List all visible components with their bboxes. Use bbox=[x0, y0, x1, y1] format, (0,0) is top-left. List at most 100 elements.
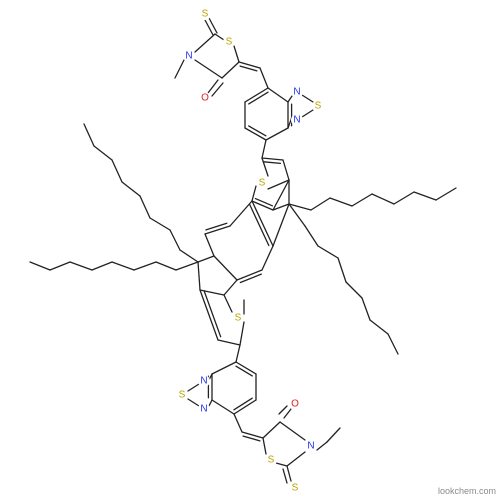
bond-line bbox=[29, 261, 51, 271]
bond-line bbox=[236, 269, 263, 281]
atom-s-top-ring: S bbox=[223, 36, 235, 48]
atom-o-top: O bbox=[199, 92, 211, 104]
atom-label-s: S bbox=[315, 101, 322, 112]
atom-s-bottom-ring: S bbox=[265, 454, 277, 466]
bond-line bbox=[111, 261, 135, 271]
bond-line bbox=[361, 297, 371, 321]
bond-line bbox=[174, 59, 185, 79]
bond-line bbox=[213, 255, 238, 281]
bond-line bbox=[283, 408, 292, 419]
bond-line bbox=[83, 123, 95, 147]
bond-line bbox=[251, 200, 274, 247]
bond-line bbox=[288, 203, 306, 227]
atom-s-lower-thiophene: S bbox=[232, 312, 244, 324]
bond-line bbox=[187, 398, 200, 407]
bond-line bbox=[272, 203, 290, 211]
atom-label-s: S bbox=[268, 455, 275, 466]
bond-line bbox=[233, 399, 257, 415]
bond-line bbox=[194, 33, 216, 53]
atom-n-top-btd-lower: N bbox=[291, 114, 303, 126]
bond-line bbox=[261, 157, 269, 177]
bond-line bbox=[251, 185, 257, 202]
atom-label-n: N bbox=[293, 87, 300, 98]
atom-label-o: O bbox=[291, 399, 299, 410]
atom-n-top-ring: N bbox=[183, 50, 195, 62]
bond-line bbox=[301, 94, 314, 103]
bond-line bbox=[233, 45, 240, 63]
bond-line bbox=[326, 427, 341, 443]
watermark-text: lookchem.com bbox=[438, 486, 496, 496]
bond-line bbox=[262, 421, 281, 439]
bond-line bbox=[91, 261, 113, 271]
bond-line bbox=[278, 405, 288, 415]
bond-line bbox=[345, 281, 363, 299]
bond-line bbox=[199, 289, 219, 341]
bond-line bbox=[435, 187, 457, 201]
atom-s-top-thioxo: S bbox=[199, 8, 211, 20]
bond-line bbox=[204, 19, 214, 36]
bond-line bbox=[301, 109, 314, 118]
bond-line bbox=[248, 91, 269, 105]
bond-line bbox=[262, 437, 267, 455]
bond-line bbox=[233, 397, 253, 411]
atom-label-n: N bbox=[307, 441, 314, 452]
bond-line bbox=[251, 200, 274, 211]
bond-line bbox=[93, 145, 113, 161]
bond-line bbox=[254, 197, 274, 207]
bond-line bbox=[261, 157, 284, 161]
atom-label-s: S bbox=[235, 313, 242, 324]
bond-line bbox=[197, 255, 215, 263]
bond-line bbox=[413, 191, 437, 201]
bond-line bbox=[239, 273, 262, 284]
bond-line bbox=[238, 61, 261, 69]
bond-line bbox=[287, 95, 293, 103]
bond-line bbox=[387, 333, 399, 355]
bond-line bbox=[155, 261, 177, 271]
bond-line bbox=[288, 203, 312, 211]
atom-label-s: S bbox=[226, 37, 233, 48]
bond-line bbox=[267, 179, 290, 190]
bond-line bbox=[248, 125, 267, 137]
atom-n-bottom-btd-lower: N bbox=[198, 403, 210, 415]
atom-n-bottom-ring: N bbox=[305, 440, 317, 452]
bond-line bbox=[279, 421, 306, 441]
bond-line bbox=[205, 222, 228, 231]
bond-line bbox=[371, 193, 395, 205]
bond-line bbox=[133, 261, 157, 271]
bond-line bbox=[265, 127, 289, 141]
bond-line bbox=[223, 279, 238, 296]
bond-line bbox=[286, 451, 306, 467]
bond-line bbox=[316, 441, 328, 451]
bond-line bbox=[244, 127, 267, 141]
bond-line bbox=[217, 339, 241, 346]
bond-line bbox=[261, 245, 274, 271]
bond-line bbox=[267, 87, 289, 103]
bond-line bbox=[249, 203, 270, 247]
bond-line bbox=[169, 229, 181, 251]
atom-o-bottom: O bbox=[289, 398, 301, 410]
bond-line bbox=[286, 465, 292, 482]
atom-s-top-btd: S bbox=[312, 100, 324, 112]
bond-line bbox=[317, 245, 339, 259]
atom-s-bottom-btd: S bbox=[176, 389, 188, 401]
atom-n-top-btd-upper: N bbox=[291, 86, 303, 98]
bond-line bbox=[310, 197, 331, 211]
atom-label-s: S bbox=[292, 483, 299, 494]
atom-labels: S S N O N S N S S N S N O N S S bbox=[176, 8, 324, 494]
bond-line bbox=[207, 79, 219, 94]
bond-line bbox=[233, 413, 243, 433]
bond-line bbox=[235, 344, 241, 363]
bond-line bbox=[208, 17, 218, 34]
bond-line bbox=[239, 321, 245, 346]
bond-line bbox=[239, 65, 258, 72]
bond-line bbox=[259, 67, 269, 89]
bond-line bbox=[194, 59, 223, 79]
bond-line bbox=[139, 195, 151, 219]
bond-line bbox=[221, 61, 240, 79]
bond-line bbox=[393, 191, 415, 205]
atom-s-upper-thiophene: S bbox=[256, 177, 268, 189]
atom-label-s: S bbox=[259, 178, 266, 189]
bond-line bbox=[211, 361, 237, 375]
bond-line bbox=[272, 179, 290, 211]
bond-line bbox=[275, 462, 288, 467]
